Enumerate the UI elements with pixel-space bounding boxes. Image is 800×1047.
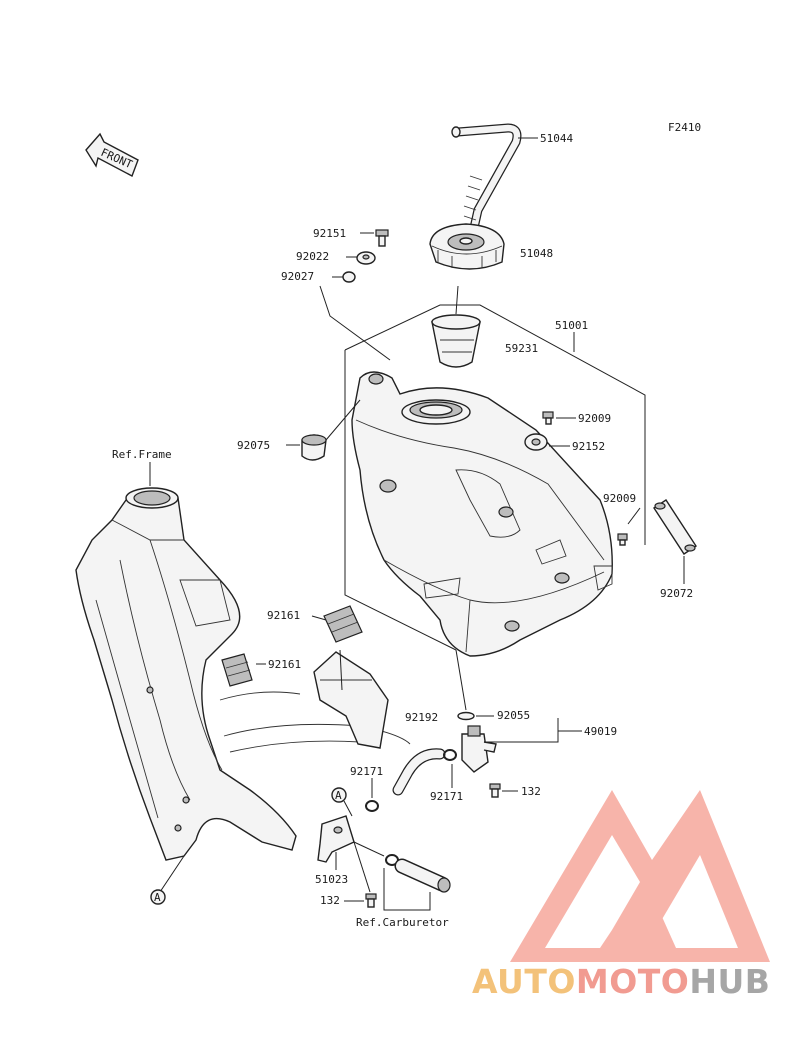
guard-92192[interactable] xyxy=(313,649,389,749)
o-ring-92055[interactable] xyxy=(457,711,475,721)
part-label-49019: 49019 xyxy=(584,725,617,738)
part-label-92009-upper: 92009 xyxy=(578,412,611,425)
part-label-92027: 92027 xyxy=(281,270,314,283)
marker-a-bracket: A xyxy=(331,787,353,817)
fuel-tank-51001[interactable] xyxy=(351,371,613,657)
marker-a-frame-label: A xyxy=(154,891,161,904)
watermark-text-moto: MOTO xyxy=(575,962,690,1001)
frame-reference xyxy=(75,487,411,861)
part-label-92151: 92151 xyxy=(313,227,346,240)
watermark-text-auto: AUTO xyxy=(472,962,576,1001)
watermark-triangle-inner-left xyxy=(545,835,640,948)
marker-a-bracket-label: A xyxy=(335,789,342,802)
marker-a-frame: A xyxy=(150,855,185,905)
watermark-logo xyxy=(510,790,770,962)
damper-92152[interactable] xyxy=(524,433,548,451)
fuel-tank-assembly-box xyxy=(319,285,646,651)
part-label-51044: 51044 xyxy=(540,132,573,145)
part-label-92171-right: 92171 xyxy=(430,790,463,803)
part-label-51048: 51048 xyxy=(520,247,553,260)
carburetor-hose xyxy=(353,841,451,911)
part-label-92072: 92072 xyxy=(660,587,693,600)
watermark-text: AUTOMOTOHUB xyxy=(472,962,770,1001)
part-label-92171-left: 92171 xyxy=(350,765,383,778)
watermark-triangle-inner-right xyxy=(645,855,738,948)
band-92072[interactable] xyxy=(653,499,697,555)
part-label-132-upper: 132 xyxy=(521,785,541,798)
front-arrow: FRONT xyxy=(85,132,139,177)
pad-92161-lower[interactable] xyxy=(221,653,253,687)
figure-code: F2410 xyxy=(668,121,701,134)
part-label-92075: 92075 xyxy=(237,439,270,452)
fuel-filter-59231[interactable] xyxy=(431,314,481,368)
bolt-92009-upper[interactable] xyxy=(542,411,554,425)
washer-92022[interactable] xyxy=(356,251,376,265)
part-label-132-lower: 132 xyxy=(320,894,340,907)
part-label-92161-lower: 92161 xyxy=(268,658,301,671)
collar-92027[interactable] xyxy=(342,271,356,283)
part-label-51001: 51001 xyxy=(555,319,588,332)
bolt-92151[interactable] xyxy=(375,229,389,247)
part-label-92192: 92192 xyxy=(405,711,438,724)
ref-frame-label: Ref.Frame xyxy=(112,448,172,461)
watermark-triangle-center xyxy=(612,890,676,948)
clamp-92171-left[interactable] xyxy=(365,800,379,812)
clamp-92171-right[interactable] xyxy=(443,749,457,761)
fuel-hose[interactable] xyxy=(392,748,446,796)
part-label-92152: 92152 xyxy=(572,440,605,453)
part-label-92009-lower: 92009 xyxy=(603,492,636,505)
ref-carburetor-label: Ref.Carburetor xyxy=(356,916,449,929)
part-label-59231: 59231 xyxy=(505,342,538,355)
screw-132-lower[interactable] xyxy=(365,893,377,908)
damper-92075[interactable] xyxy=(301,434,327,461)
watermark-text-hub: HUB xyxy=(689,962,771,1001)
fuel-cap-51048[interactable] xyxy=(429,223,505,270)
screw-132-upper[interactable] xyxy=(489,783,501,798)
bolt-92009-lower[interactable] xyxy=(617,533,628,546)
part-label-92022: 92022 xyxy=(296,250,329,263)
pad-92161-upper[interactable] xyxy=(323,605,363,643)
part-label-51023: 51023 xyxy=(315,873,348,886)
bracket-51023[interactable] xyxy=(317,815,355,863)
fuel-cock-49019[interactable] xyxy=(461,725,497,773)
breather-hose-51044[interactable] xyxy=(451,123,522,233)
part-label-92161-upper: 92161 xyxy=(267,609,300,622)
part-label-92055: 92055 xyxy=(497,709,530,722)
